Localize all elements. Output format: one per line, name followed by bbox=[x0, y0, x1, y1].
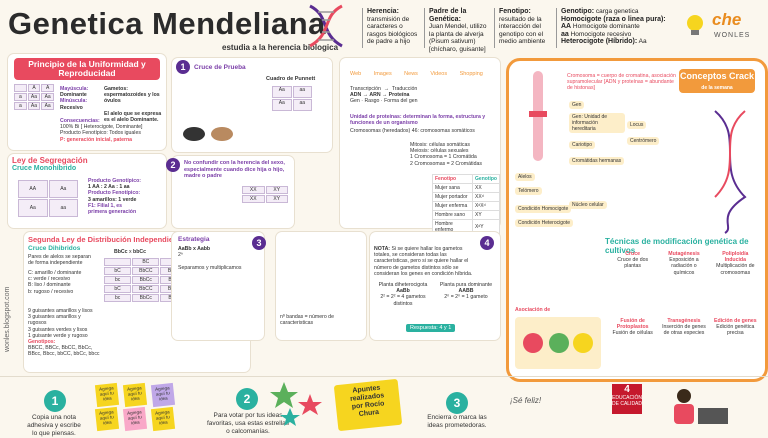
che-wonles-logo: che WONLES bbox=[678, 10, 758, 40]
tip-2-badge: 2 bbox=[236, 388, 258, 410]
definition-padre: Padre de la Genética:Juan Mendel, utiliz… bbox=[424, 8, 497, 53]
page-title: Genetica Mendeliana bbox=[8, 6, 326, 41]
blog-url[interactable]: wonles.blogspot.com bbox=[4, 286, 11, 352]
nota-panel: 4 NOTA: Si se quiere hallar los gametos … bbox=[370, 232, 500, 340]
central-panel: Web Images News Videos Shopping Transcri… bbox=[340, 58, 500, 235]
speech-doodle: ¡Sé feliz! bbox=[510, 396, 542, 405]
gametos-panel: nº bandas = número de caracteristicas bbox=[276, 232, 366, 340]
tip-2-text: Para votar por tus ideas favoritas, usa … bbox=[206, 412, 289, 435]
tip-1-text: Copia una nota adhesiva y escribe lo que… bbox=[27, 414, 81, 437]
herencia-sexo-panel: 2 No confundir con la herencia del sexo,… bbox=[166, 156, 294, 228]
star-icon bbox=[270, 382, 298, 408]
crops-illustration bbox=[515, 317, 601, 369]
conceptos-panel: Cromosoma = cuerpo de cromatina, asociac… bbox=[506, 58, 768, 382]
tip-3-text: Encierra o marca las ideas prometedoras. bbox=[427, 414, 487, 429]
definition-genotipo: Genotipo: carga genetica Homocigote (raz… bbox=[556, 8, 683, 48]
search-tabs: Web Images News Videos Shopping bbox=[350, 71, 483, 77]
dna-icon bbox=[309, 4, 343, 48]
sdg-badge: 4 EDUCACIÓN DE CALIDAD bbox=[612, 384, 642, 414]
definition-herencia: Herencia:transmisión de caracteres o ras… bbox=[362, 8, 427, 48]
estrategia-panel: Estrategia AaBb x Aabb 2ⁿ Separamos y mu… bbox=[172, 232, 264, 340]
page-subtitle: estudia a la herencia biologica bbox=[222, 43, 339, 52]
uniformidad-title: Principio de la Uniformidad y Reproducid… bbox=[14, 58, 160, 80]
lightbulb-icon bbox=[687, 15, 703, 35]
stars-stickers[interactable] bbox=[270, 380, 326, 430]
tip-1-badge: 1 bbox=[44, 390, 66, 412]
sticky-notes: Agrega aquí tu idea Agrega aquí tu idea … bbox=[94, 382, 186, 432]
dna-helix-illustration bbox=[714, 110, 747, 234]
uniformidad-panel: Principio de la Uniformidad y Reproducid… bbox=[8, 54, 166, 150]
tip-3-badge: 3 bbox=[446, 392, 468, 414]
star-icon bbox=[280, 408, 300, 426]
star-icon bbox=[298, 394, 322, 415]
definition-fenotipo: Fenotipo:resultado de la interacción del… bbox=[494, 8, 559, 48]
chromosome-illustration bbox=[529, 71, 547, 161]
step-3-badge: 3 bbox=[252, 236, 266, 250]
person-laptop-illustration bbox=[674, 389, 728, 424]
mice-illustration bbox=[183, 127, 233, 141]
